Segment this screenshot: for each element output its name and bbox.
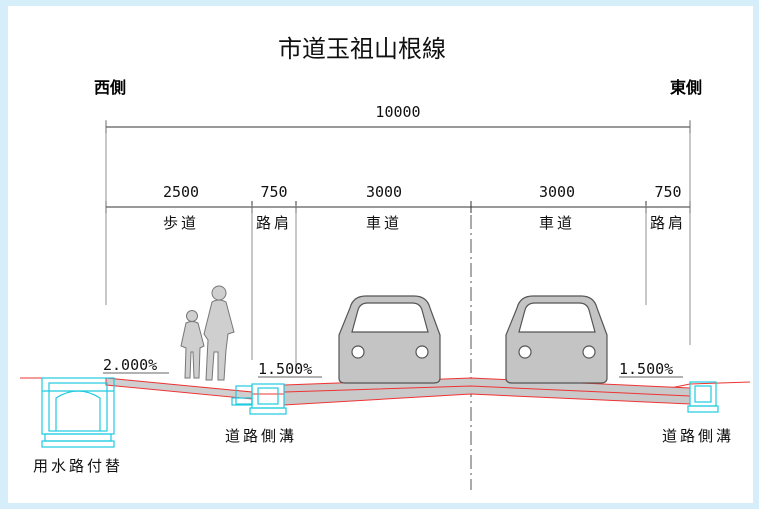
segment-shoulder-right-width: 750 — [654, 183, 681, 201]
left-gutter-label: 道路側溝 — [225, 427, 297, 445]
segment-dimension-line — [105, 201, 691, 213]
total-dimension-line — [105, 121, 691, 133]
right-gutter-label: 道路側溝 — [662, 427, 734, 445]
east-side-label: 東側 — [670, 78, 702, 97]
pedestrians-icon — [180, 285, 235, 381]
car-left-icon — [338, 295, 441, 384]
roadway-layer-line — [283, 385, 691, 397]
road-left-slope-label: 1.500% — [258, 360, 312, 378]
west-side-label: 西側 — [94, 78, 126, 97]
segment-shoulder-left-label: 路肩 — [256, 214, 292, 232]
segment-lane-left-label: 車道 — [366, 214, 402, 232]
segment-shoulder-left-width: 750 — [260, 183, 287, 201]
segment-sidewalk-width: 2500 — [163, 183, 199, 201]
segment-shoulder-right-label: 路肩 — [650, 214, 686, 232]
left-gutter-icon — [231, 383, 287, 415]
cross-section-frame — [8, 6, 753, 503]
total-width-value: 10000 — [375, 103, 420, 121]
segment-lane-right-width: 3000 — [539, 183, 575, 201]
segment-lane-right-label: 車道 — [539, 214, 575, 232]
canal-label: 用水路付替 — [33, 457, 123, 475]
canal-structure-icon — [41, 377, 115, 448]
segment-sidewalk-label: 歩道 — [163, 214, 199, 232]
road-right-slope-label: 1.500% — [619, 360, 673, 378]
extension-lines — [105, 120, 691, 370]
right-gutter-icon — [687, 381, 719, 413]
segment-lane-left-width: 3000 — [366, 183, 402, 201]
diagram-title: 市道玉祖山根線 — [278, 35, 446, 63]
sidewalk-slope-label: 2.000% — [103, 356, 157, 374]
sidewalk-pavement — [105, 377, 253, 400]
car-right-icon — [505, 295, 608, 384]
